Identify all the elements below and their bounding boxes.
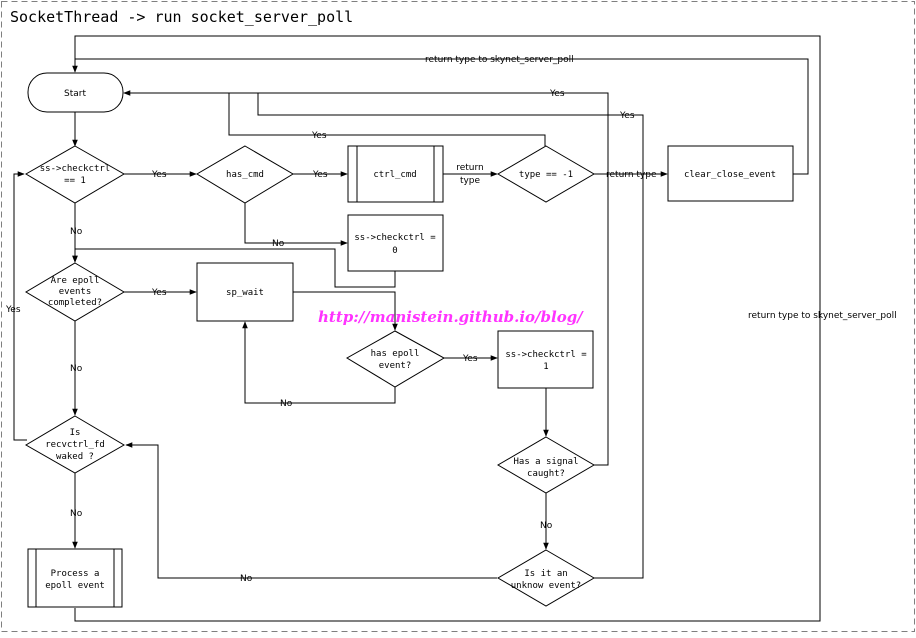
label-no-hascmd: No (272, 239, 285, 249)
node-clear-close-event (667, 145, 794, 202)
watermark: http://manistein.github.io/blog/ (318, 308, 584, 326)
node-recvctrl-waked (25, 415, 125, 474)
label-yes-checkctrl: Yes (151, 170, 167, 180)
epoll-done-label-2: events (59, 287, 92, 297)
label-return-type-2: return type (606, 170, 657, 180)
unknow-label-1: Is it an (524, 569, 567, 579)
type-check-label: type == -1 (519, 170, 573, 180)
edge-hascmd-no (244, 203, 348, 246)
process-label-1: Process a (51, 569, 100, 579)
label-no-checkctrl: No (70, 227, 83, 237)
checkctrl-one-label-2: 1 (543, 362, 548, 372)
signal-label-2: caught? (527, 469, 565, 479)
node-epoll-done (25, 262, 125, 322)
label-return-right: return type to skynet_server_poll (748, 311, 897, 321)
edge-hasepoll-no (242, 321, 396, 404)
label-yes-signal: Yes (549, 89, 565, 99)
edge-spwait-to-hasepoll (293, 291, 398, 331)
label-yes-epoll: Yes (151, 288, 167, 298)
node-has-cmd (196, 145, 294, 204)
checkctrl-label-1: ss->checkctrl (40, 164, 110, 174)
node-start (27, 72, 124, 113)
node-process-event (27, 548, 123, 608)
label-no-epoll: No (70, 364, 83, 374)
checkctrl-label-2: == 1 (64, 176, 86, 186)
recvctrl-label-2: recvctrl_fd (45, 440, 105, 450)
label-no-unknow: No (240, 574, 253, 584)
label-yes-hasepoll: Yes (462, 354, 478, 364)
label-no-signal: No (540, 521, 553, 531)
diagram-title: SocketThread -> run socket_server_poll (10, 8, 353, 26)
clear-close-event-label: clear_close_event (684, 170, 776, 180)
label-yes-unknow: Yes (619, 111, 635, 121)
checkctrl-zero-label-2: 0 (392, 246, 397, 256)
node-checkctrl (25, 145, 125, 204)
edge-process-to-start (72, 35, 821, 622)
label-yes-type: Yes (311, 131, 327, 141)
edge-unknow-no (125, 442, 497, 579)
edges (13, 35, 821, 622)
node-sp-wait (196, 262, 294, 322)
node-ctrl-cmd (347, 145, 444, 203)
start-label: Start (64, 89, 86, 99)
label-no-recvctrl: No (70, 509, 83, 519)
label-no-hasepoll: No (280, 399, 293, 409)
node-checkctrl-zero (347, 214, 444, 272)
label-yes-recvctrl: Yes (5, 305, 21, 315)
node-signal-caught (497, 436, 595, 494)
edge-unknow-yes-to-start (257, 93, 644, 579)
sp-wait-label: sp_wait (226, 288, 264, 298)
process-label-2: epoll event (45, 581, 105, 591)
edge-recvctrl-yes (13, 171, 27, 441)
epoll-done-label-1: Are epoll (51, 276, 100, 286)
node-checkctrl-one (497, 330, 594, 389)
signal-label-1: Has a signal (513, 457, 578, 467)
recvctrl-label-3: waked ? (56, 452, 94, 462)
checkctrl-one-label-1: ss->checkctrl = (505, 350, 587, 360)
label-return-type-1a: return (456, 163, 484, 173)
edge-clear-to-start (75, 58, 809, 175)
has-epoll-label-2: event? (379, 361, 412, 371)
edge-signal-yes-to-start (123, 90, 609, 466)
label-return-top: return type to skynet_server_poll (425, 55, 574, 65)
edge-type-yes-to-start (228, 93, 546, 146)
node-unknow-event (497, 549, 595, 607)
node-has-epoll-event (346, 330, 446, 388)
epoll-done-label-3: completed? (48, 298, 102, 308)
unknow-label-2: unknow event? (511, 581, 581, 591)
has-epoll-label-1: has epoll (371, 349, 420, 359)
ctrl-cmd-label: ctrl_cmd (373, 170, 416, 180)
label-return-type-1b: type (460, 176, 481, 186)
label-yes-hascmd: Yes (312, 170, 328, 180)
node-type-check (497, 145, 595, 203)
has-cmd-label: has_cmd (226, 170, 264, 180)
checkctrl-zero-label-1: ss->checkctrl = (354, 233, 436, 243)
recvctrl-label-1: Is (70, 428, 81, 438)
